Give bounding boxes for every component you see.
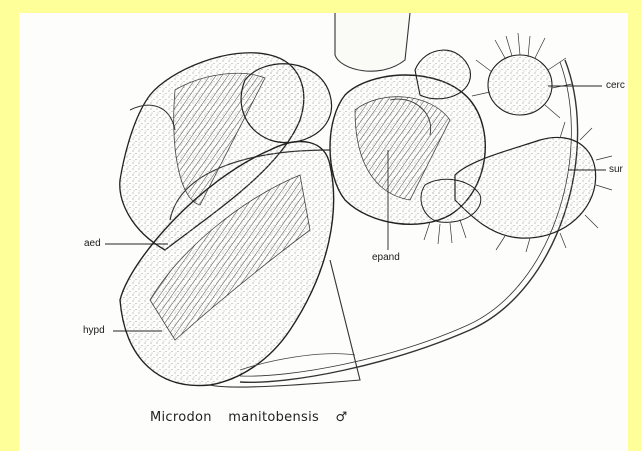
label-sur: sur <box>609 165 623 175</box>
label-epand: epand <box>372 253 400 263</box>
caption-sex-symbol: ♂ <box>336 410 348 425</box>
top-stalk <box>335 13 410 71</box>
label-aed: aed <box>84 239 101 249</box>
cercus <box>472 33 572 118</box>
label-cerc: cerc <box>606 81 625 91</box>
caption-genus: Microdon <box>150 410 212 425</box>
paramere-lobe <box>241 64 331 143</box>
figure-caption: Microdon manitobensis ♂ <box>150 410 347 425</box>
hairy-knob <box>415 50 470 99</box>
label-hypd: hypd <box>83 326 105 336</box>
caption-species: manitobensis <box>228 410 319 425</box>
